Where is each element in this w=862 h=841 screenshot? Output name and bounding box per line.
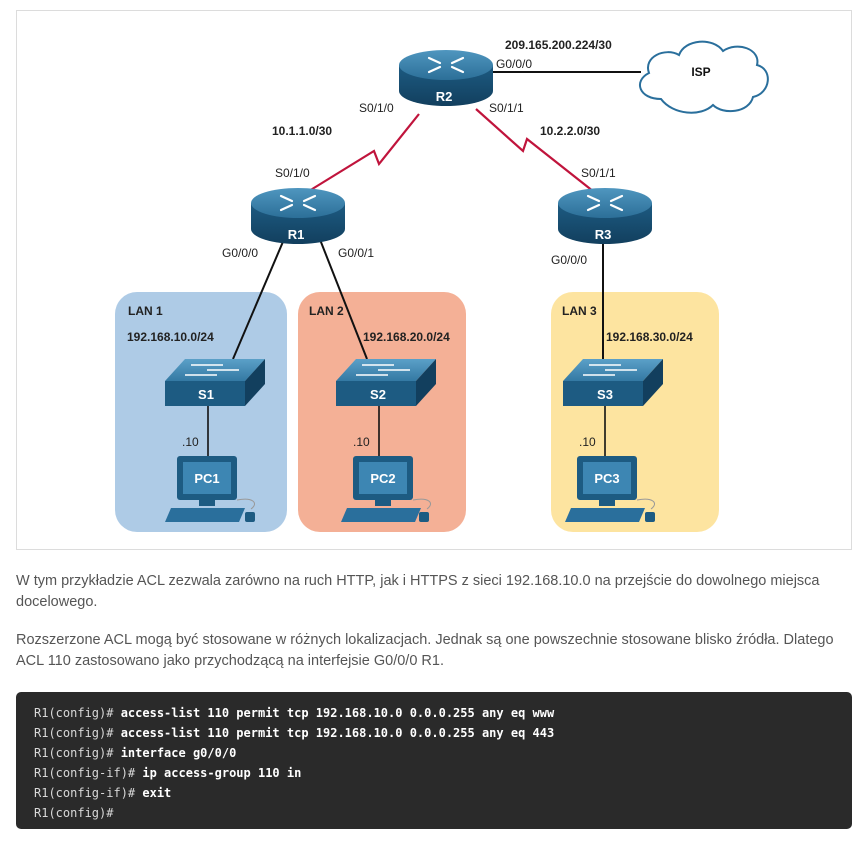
pc3: PC3 [565,456,655,522]
switch-arrows-icon [583,364,637,376]
router-arrows-icon [586,194,624,212]
lan2-label: LAN 2 [309,304,344,318]
pc1-label: PC1 [194,471,219,486]
pc1: PC1 [165,456,255,522]
link-r1-s1 [232,236,286,360]
r1-r2-network-label: 10.1.1.0/30 [272,124,332,138]
r3-s011-label: S0/1/1 [581,166,616,180]
r2-g000-label: G0/0/0 [496,57,532,71]
pc2-host-label: .10 [353,435,370,449]
router-r2: R2 [399,50,493,106]
r1-label: R1 [288,227,305,242]
r2-label: R2 [436,89,453,104]
network-topology-diagram: LAN 1 192.168.10.0/24 LAN 2 192.168.20.0… [16,10,852,550]
router-arrows-icon [279,194,317,212]
router-arrows-icon [427,56,465,74]
pc2: PC2 [341,456,431,522]
cli-command: access-list 110 permit tcp 192.168.10.0 … [113,706,555,720]
r3-g000-label: G0/0/0 [551,253,587,267]
code-line: R1(config)# access-list 110 permit tcp 1… [34,723,852,743]
code-line: R1(config)# interface g0/0/0 [34,743,852,763]
switch-s3: S3 [563,359,663,406]
cli-prompt: R1(config-if)# [34,766,136,780]
switch-arrows-icon [185,364,239,376]
code-line: R1(config)# [34,803,852,823]
pc3-host-label: .10 [579,435,596,449]
lan1-label: LAN 1 [128,304,163,318]
switch-s2: S2 [336,359,436,406]
code-line: R1(config-if)# exit [34,783,852,803]
s2-label: S2 [370,387,386,402]
switch-arrows-icon [356,364,410,376]
router-r3: R3 [558,188,652,244]
serial-link-r2-r3 [475,108,604,200]
cli-command: interface g0/0/0 [113,746,237,760]
r2-r3-network-label: 10.2.2.0/30 [540,124,600,138]
lan2-network-label: 192.168.20.0/24 [363,330,450,344]
cli-prompt: R1(config-if)# [34,786,136,800]
isp-network-label: 209.165.200.224/30 [505,38,612,52]
isp-cloud: ISP [638,40,769,114]
description-paragraph-2: Rozszerzone ACL mogą być stosowane w róż… [16,632,834,669]
serial-link-r1-r2 [295,113,420,200]
pc1-host-label: .10 [182,435,199,449]
cli-prompt: R1(config)# [34,706,114,720]
r1-s010-label: S0/1/0 [275,166,310,180]
link-r1-s2 [318,236,368,360]
code-line: R1(config)# access-list 110 permit tcp 1… [34,703,852,723]
cli-command: exit [135,786,172,800]
r2-s010-label: S0/1/0 [359,101,394,115]
lan2-area [298,292,466,532]
code-line: R1(config-if)# ip access-group 110 in [34,763,852,783]
cli-command: access-list 110 permit tcp 192.168.10.0 … [113,726,555,740]
r1-g001-label: G0/0/1 [338,246,374,260]
lan1-network-label: 192.168.10.0/24 [127,330,214,344]
cli-prompt: R1(config)# [34,806,114,820]
pc3-label: PC3 [594,471,619,486]
pc2-label: PC2 [370,471,395,486]
r1-g000-label: G0/0/0 [222,246,258,260]
switch-s1: S1 [165,359,265,406]
r2-s011-label: S0/1/1 [489,101,524,115]
s3-label: S3 [597,387,613,402]
description-paragraph-1: W tym przykładzie ACL zezwala zarówno na… [16,573,820,610]
lan3-label: LAN 3 [562,304,597,318]
s1-label: S1 [198,387,214,402]
cli-command: ip access-group 110 in [135,766,302,780]
cli-prompt: R1(config)# [34,726,114,740]
router-r1: R1 [251,188,345,244]
lan3-network-label: 192.168.30.0/24 [606,330,693,344]
cli-code-block: R1(config)# access-list 110 permit tcp 1… [16,692,852,829]
lan1-area [115,292,287,532]
r3-label: R3 [595,227,612,242]
isp-label: ISP [691,65,710,79]
cli-prompt: R1(config)# [34,746,114,760]
